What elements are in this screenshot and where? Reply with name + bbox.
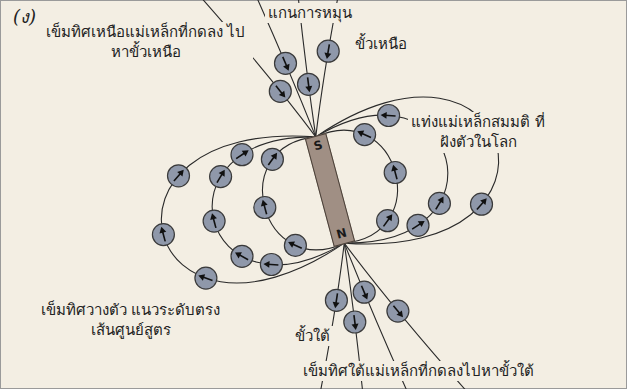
pole-label: ขั้วเหนือ <box>352 34 410 54</box>
needle <box>358 284 370 301</box>
compass-needle <box>210 166 232 188</box>
compass-body <box>195 267 217 289</box>
field-line <box>312 78 515 258</box>
compass-body <box>377 210 399 232</box>
needle <box>287 239 304 252</box>
needle <box>381 212 395 228</box>
compass-body <box>378 105 400 127</box>
needle <box>304 77 313 93</box>
needle <box>214 168 228 184</box>
needle <box>209 212 220 228</box>
compass-body <box>344 311 366 333</box>
compass-body <box>353 281 375 303</box>
needle <box>410 218 426 232</box>
compass-needle <box>269 80 291 102</box>
compass-body <box>387 300 409 322</box>
compass-needle <box>317 40 339 62</box>
compass-needle <box>344 311 366 333</box>
compass-needle <box>284 234 306 256</box>
needle <box>263 261 278 269</box>
compass-body <box>231 245 253 267</box>
compass-needle <box>231 245 253 267</box>
compass-body <box>298 73 320 95</box>
needle <box>390 164 401 180</box>
compass-needle <box>168 165 190 187</box>
compass-body <box>471 193 493 215</box>
needle <box>158 226 169 242</box>
compass-needle <box>354 124 376 146</box>
panel-letter: (ง) <box>10 5 39 29</box>
compass-needle <box>387 300 409 322</box>
compass-body <box>325 289 347 311</box>
needle <box>280 55 292 72</box>
axis-label: แกนการหมุน <box>265 3 355 23</box>
needle <box>233 249 250 262</box>
compass-needle <box>275 52 297 74</box>
needle <box>259 199 270 215</box>
compass-body <box>269 80 291 102</box>
compass-needle <box>261 148 283 170</box>
needle <box>273 84 288 100</box>
compass-body <box>152 224 174 246</box>
magnet-label: แท่งแม่เหล็กสมมติ ที่ฝังตัวในโลก <box>408 112 548 153</box>
compass-needle <box>203 210 225 232</box>
compass-body <box>261 148 283 170</box>
compass-body <box>210 166 232 188</box>
needle <box>433 195 447 211</box>
compass-body <box>317 40 339 62</box>
compass-body <box>354 124 376 146</box>
pole-label: ขั้วใต้ <box>292 326 333 346</box>
compass-needle <box>195 267 217 289</box>
compass-needle <box>231 144 253 166</box>
needle <box>474 196 489 212</box>
field-line <box>145 122 348 302</box>
needle <box>356 128 373 141</box>
compass-needle <box>260 254 282 276</box>
needle <box>234 147 250 161</box>
compass-body <box>260 254 282 276</box>
needle <box>350 315 359 331</box>
compass-needle <box>384 162 406 184</box>
compass-needle <box>298 73 320 95</box>
compass-note: เข็มทิศวางตัว แนวระดับตรงเส้นศูนย์สูตร <box>28 300 233 341</box>
compass-body <box>407 214 429 236</box>
needle <box>380 112 395 120</box>
compass-needle <box>152 224 174 246</box>
compass-needle <box>377 210 399 232</box>
needle <box>171 167 186 183</box>
needle <box>332 293 341 309</box>
compass-needle <box>428 192 450 214</box>
compass-body <box>168 165 190 187</box>
compass-body <box>231 144 253 166</box>
compass-needle <box>378 105 400 127</box>
compass-body <box>428 192 450 214</box>
compass-body <box>203 210 225 232</box>
compass-body <box>384 162 406 184</box>
compass-body <box>275 52 297 74</box>
compass-needle <box>471 193 493 215</box>
pole-letter: N <box>335 226 348 241</box>
compass-needle <box>353 281 375 303</box>
compass-note: เข็มทิศเหนือแม่เหล็กที่กดลง ไปหาขั้วเหนื… <box>38 22 253 63</box>
needle <box>323 44 332 60</box>
compass-needle <box>254 197 276 219</box>
needle <box>391 303 406 319</box>
compass-body <box>254 197 276 219</box>
compass-needle <box>325 289 347 311</box>
needle <box>197 272 213 284</box>
compass-body <box>284 234 306 256</box>
compass-needle <box>407 214 429 236</box>
needle <box>265 151 279 167</box>
pole-letter: S <box>312 139 324 154</box>
compass-note: เข็มทิศใต้แม่เหล็กที่กดลงไปหาขั้วใต้ <box>300 361 537 381</box>
compass-group <box>152 40 492 333</box>
